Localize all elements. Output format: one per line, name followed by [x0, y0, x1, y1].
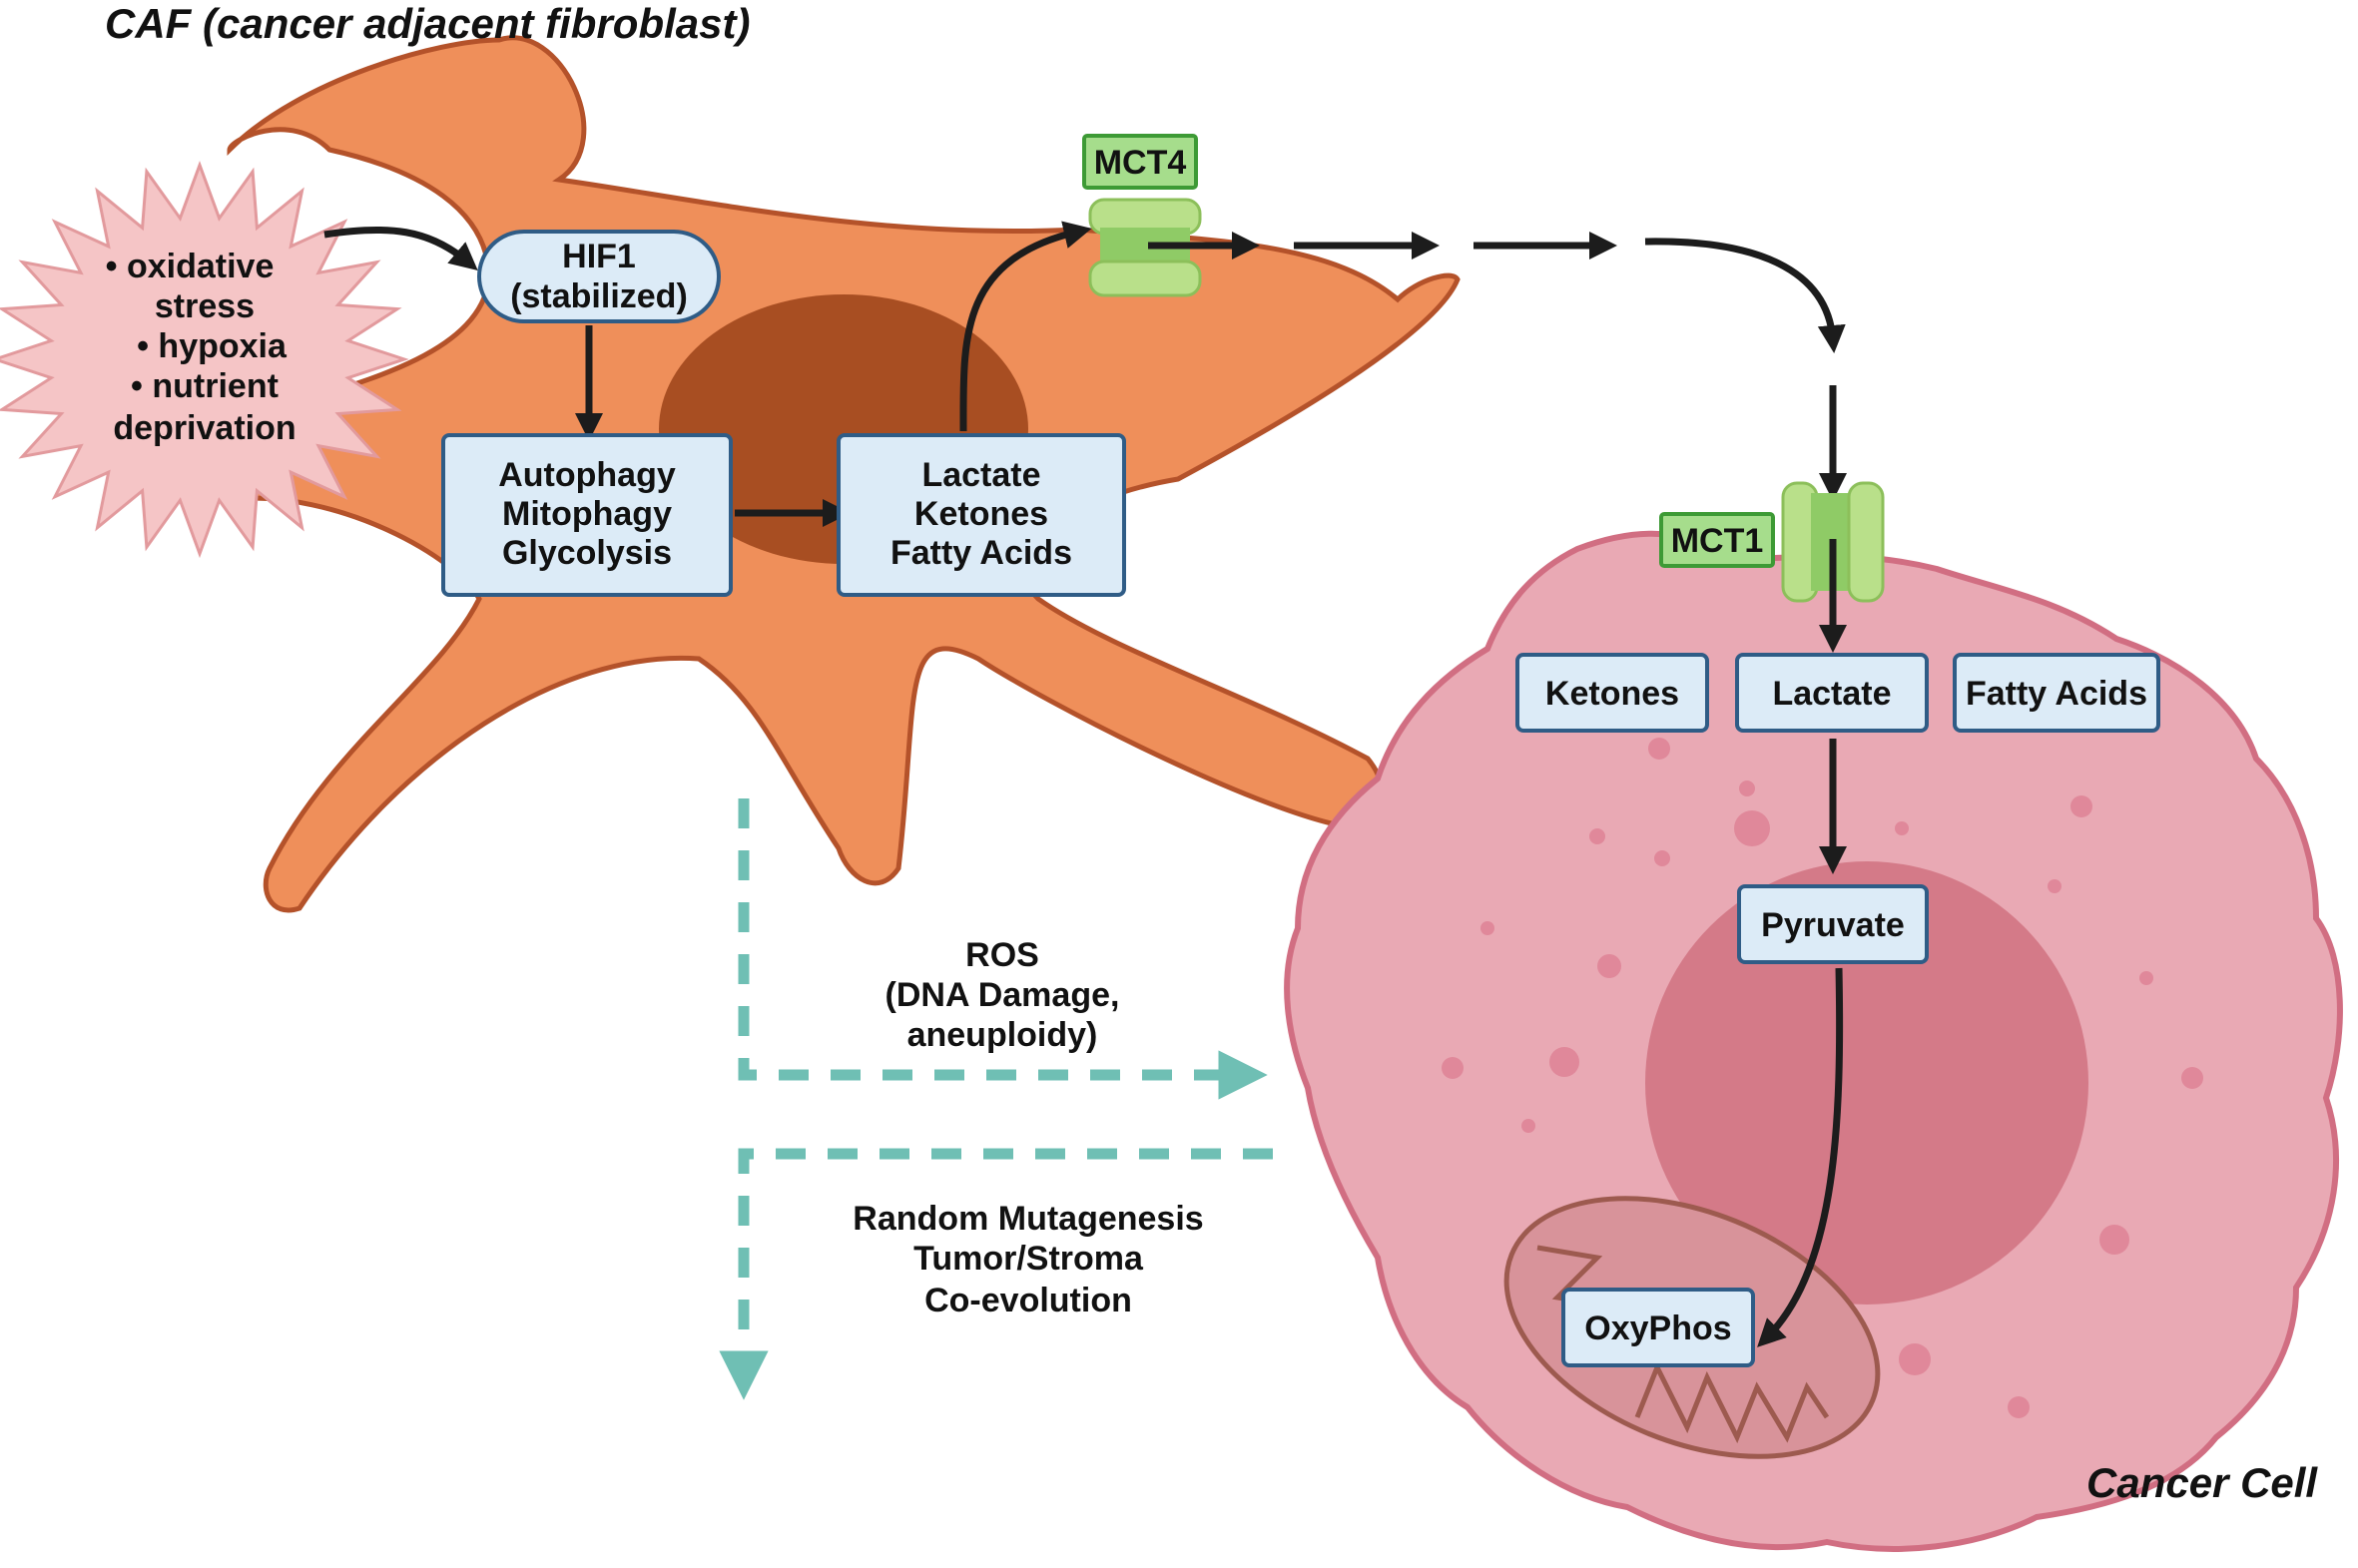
- mitophagy-label: Mitophagy: [502, 495, 672, 533]
- arrow-stress-to-hif1: [323, 226, 478, 271]
- hif1-box: [477, 230, 721, 323]
- stressor-line-1: • oxidative: [106, 248, 275, 285]
- mutagenesis-dashed-arrow: [719, 1148, 1273, 1400]
- mct4-label: MCT4: [1094, 144, 1187, 182]
- fatty-acids-box-frame: [1953, 653, 2160, 733]
- ros-line-2: (DNA Damage,: [885, 976, 1120, 1014]
- ros-dashed-arrow: [738, 798, 1268, 1100]
- caf-metabolites-box-frame: [837, 433, 1126, 597]
- stressor-line-2: stress: [155, 287, 255, 325]
- caf-ketones-label: Ketones: [914, 495, 1048, 533]
- cancer-cell: [1284, 530, 2343, 1552]
- hif1-node: HIF1 (stabilized): [477, 230, 721, 323]
- autophagy-box: Autophagy Mitophagy Glycolysis: [441, 433, 733, 597]
- hif1-label: HIF1: [562, 238, 636, 275]
- mutagenesis-line-3: Co-evolution: [924, 1282, 1132, 1319]
- mutagenesis-line-1: Random Mutagenesis: [853, 1200, 1203, 1238]
- stressor-line-3: • hypoxia: [137, 327, 288, 365]
- ros-line-3: aneuploidy): [907, 1016, 1098, 1054]
- mct1-label: MCT1: [1671, 522, 1764, 560]
- pyruvate-box-frame: [1737, 884, 1929, 964]
- mct4-channel-bottom: [1088, 260, 1202, 297]
- arrow-pyruvate-to-oxyphos: [1757, 967, 1844, 1347]
- fibroblast-cell: [211, 35, 1461, 913]
- stress-burst-shape: [0, 160, 409, 559]
- oxyphos-label: OxyPhos: [1584, 1309, 1731, 1347]
- stressor-line-4: • nutrient: [131, 367, 279, 405]
- lactate-label: Lactate: [1772, 675, 1891, 713]
- pyruvate-label: Pyruvate: [1761, 906, 1905, 944]
- fatty-acids-box: Fatty Acids: [1953, 653, 2160, 733]
- mct4-label-box: [1082, 134, 1198, 190]
- oxyphos-box: OxyPhos: [1561, 1288, 1755, 1367]
- caf-lactate-label: Lactate: [921, 456, 1040, 494]
- glycolysis-label: Glycolysis: [502, 534, 672, 572]
- mutagenesis-line-2: Tumor/Stroma: [913, 1240, 1144, 1278]
- hif1-sublabel: (stabilized): [510, 277, 688, 315]
- fatty-acids-label: Fatty Acids: [1966, 675, 2147, 713]
- ketones-box: Ketones: [1515, 653, 1709, 733]
- oxyphos-box-frame: [1561, 1288, 1755, 1367]
- mct1-label-box: [1659, 512, 1775, 568]
- lactate-box-frame: [1735, 653, 1929, 733]
- cancer-cell-title: Cancer Cell: [2086, 1459, 2318, 1506]
- mct4-transporter: MCT4: [1082, 134, 1202, 297]
- stress-burst: • oxidative stress • hypoxia • nutrient …: [0, 160, 409, 559]
- lactate-box: Lactate: [1735, 653, 1929, 733]
- mutagenesis-label: Random Mutagenesis Tumor/Stroma Co-evolu…: [853, 1200, 1203, 1319]
- ketones-box-frame: [1515, 653, 1709, 733]
- mct1-channel-right: [1847, 481, 1885, 603]
- caf-fatty-acids-label: Fatty Acids: [890, 534, 1072, 572]
- ros-line-1: ROS: [965, 936, 1039, 974]
- caf-title: CAF (cancer adjacent fibroblast): [105, 0, 750, 47]
- stressor-line-5: deprivation: [113, 409, 295, 447]
- pyruvate-box: Pyruvate: [1737, 884, 1929, 964]
- arrow-metabolites-to-mct4: [959, 221, 1092, 432]
- caf-metabolites-box: Lactate Ketones Fatty Acids: [837, 433, 1126, 597]
- cancer-nucleus: [1645, 861, 2088, 1305]
- ros-label: ROS (DNA Damage, aneuploidy): [885, 936, 1120, 1054]
- ketones-label: Ketones: [1545, 675, 1679, 713]
- autophagy-box-frame: [441, 433, 733, 597]
- autophagy-label: Autophagy: [498, 456, 676, 494]
- cytoplasm-vesicles: [1442, 738, 2203, 1418]
- arrow-curve-to-cancer: [1644, 238, 1846, 353]
